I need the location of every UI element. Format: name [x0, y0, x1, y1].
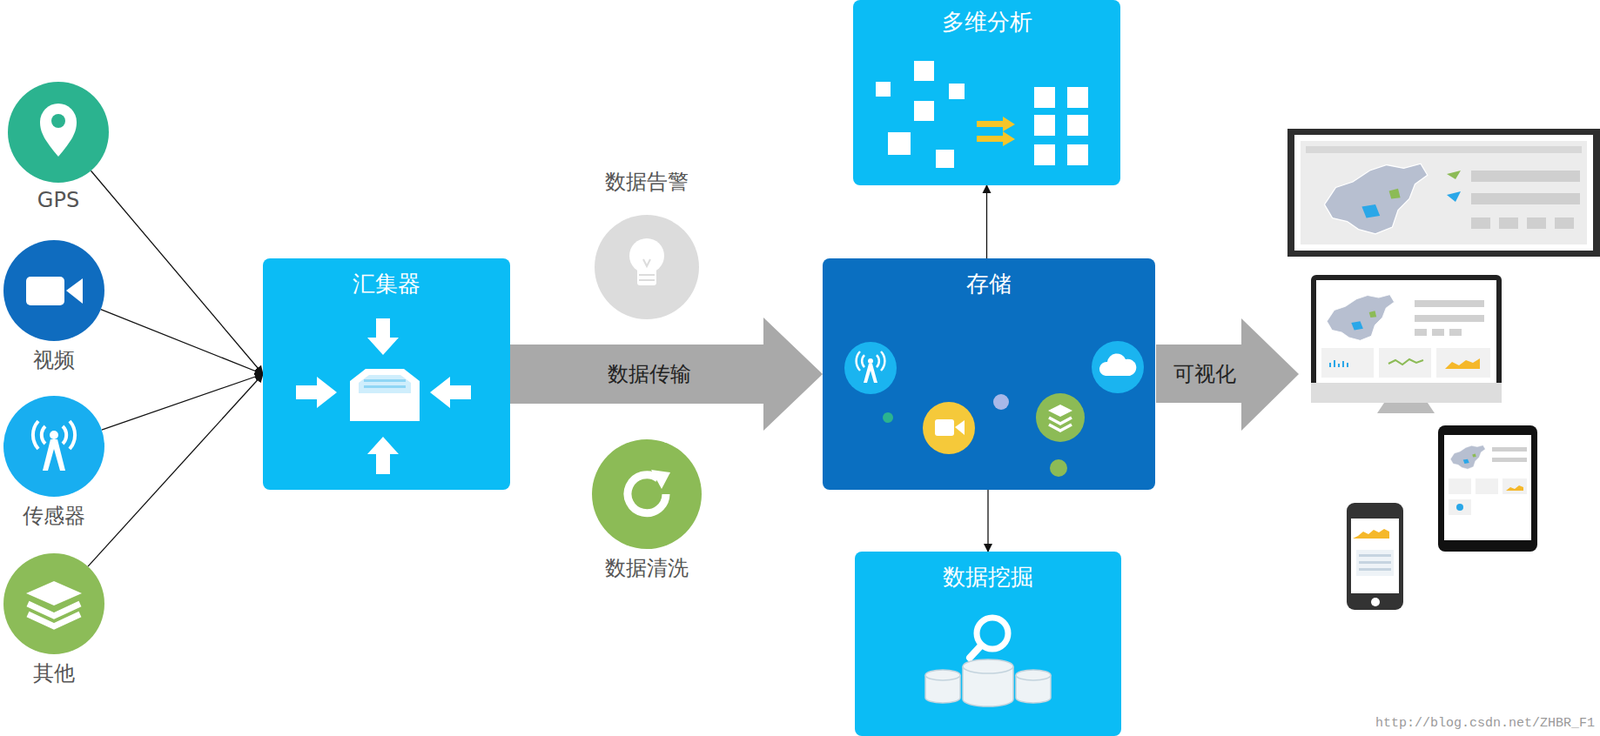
- circle-shape: [594, 215, 700, 320]
- circle-node: GPS: [7, 81, 109, 183]
- box-title: 汇集器: [352, 268, 421, 300]
- box-title-row: 存储: [822, 268, 1156, 300]
- storage-icons: [844, 341, 1144, 478]
- node-label: GPS: [37, 188, 80, 213]
- circle-fill: [594, 215, 700, 320]
- node-label: 传感器: [22, 504, 86, 529]
- box-title-row: 数据挖掘: [854, 562, 1122, 593]
- edge-label: 数据传输: [605, 362, 694, 387]
- circle-shape: [3, 553, 105, 655]
- connector: [100, 309, 263, 375]
- watermark: http://blog.csdn.net/ZHBR_F1: [1375, 716, 1595, 732]
- circle-label: 其他: [33, 659, 75, 688]
- circle-shape: [7, 81, 109, 183]
- node-label: 其他: [33, 661, 75, 686]
- refresh-icon: [627, 470, 671, 514]
- node-label: 数据清洗: [605, 556, 689, 581]
- phone: [1346, 503, 1404, 611]
- connector: [987, 490, 989, 552]
- circle-node: 传感器: [3, 396, 105, 498]
- visualize-arrow: [1156, 318, 1299, 431]
- monitor: [1310, 275, 1502, 414]
- mining-icon: [925, 618, 1051, 707]
- circle-shape: [3, 396, 105, 498]
- watermark-wrap: http://blog.csdn.net/ZHBR_F1: [1375, 713, 1595, 732]
- gps-pin-icon: [40, 103, 77, 157]
- connector: [986, 185, 988, 259]
- tablet: [1438, 425, 1538, 552]
- box-title: 多维分析: [941, 6, 1033, 38]
- process-box: 多维分析: [853, 0, 1121, 186]
- circle-node: 数据告警: [594, 215, 700, 320]
- process-box: 存储: [822, 258, 1156, 491]
- circle-label: 数据告警: [605, 168, 689, 196]
- circle-label: 视频: [33, 346, 75, 375]
- node-label: 数据告警: [605, 169, 689, 195]
- arrow-label-wrap: 可视化: [1171, 360, 1238, 389]
- process-box: 数据挖掘: [854, 551, 1122, 736]
- camera-icon: [26, 276, 83, 306]
- circle-shape: [3, 240, 105, 342]
- circle-label: GPS: [37, 188, 80, 213]
- box-title-row: 汇集器: [262, 268, 511, 300]
- box-title: 存储: [966, 268, 1012, 300]
- analysis-icon: [875, 60, 1089, 169]
- circle-fill: [7, 81, 109, 183]
- connector: [87, 374, 263, 567]
- circle-fill: [3, 240, 105, 342]
- collector-icon: [295, 318, 471, 475]
- circle-node: 视频: [3, 240, 105, 342]
- bulb-icon: [629, 238, 665, 286]
- big-screen: [1287, 128, 1600, 257]
- connector: [90, 170, 263, 375]
- circle-label: 数据清洗: [605, 554, 689, 583]
- circle-label: 传感器: [22, 502, 86, 531]
- layers-icon: [26, 581, 82, 627]
- arrow-label: 可视化: [1171, 362, 1238, 387]
- connector: [101, 374, 263, 431]
- edge-label-wrap: 数据传输: [605, 360, 694, 389]
- box-title-row: 多维分析: [853, 6, 1121, 38]
- circle-node: 数据清洗: [591, 439, 702, 550]
- node-label: 视频: [33, 348, 75, 373]
- antenna-icon: [33, 421, 75, 471]
- circle-fill: [591, 439, 702, 550]
- box-title: 数据挖掘: [942, 562, 1034, 593]
- process-box: 汇集器: [262, 258, 511, 491]
- circle-node: 其他: [3, 553, 105, 655]
- transfer-arrow: [510, 317, 823, 431]
- circle-shape: [591, 439, 702, 550]
- circle-fill: [3, 553, 105, 655]
- circle-fill: [3, 396, 105, 498]
